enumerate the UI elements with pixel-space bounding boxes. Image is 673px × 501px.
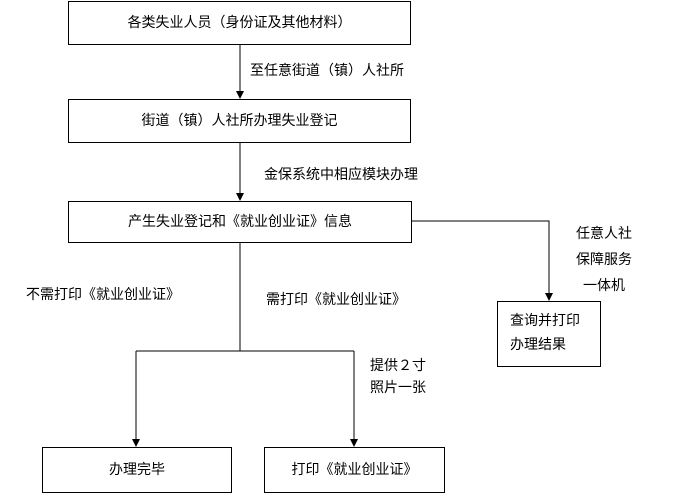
node-query-print-line-2: 办理结果 [510, 337, 566, 353]
node-query-print-line-1: 查询并打印 [510, 313, 580, 329]
node-print-card: 打印《就业创业证》 [264, 447, 445, 493]
self-service-line-2: 保障服务 [576, 252, 632, 268]
photo-line-1: 提供２寸 [370, 358, 426, 374]
edge-label-need-print: 需打印《就业创业证》 [266, 292, 406, 308]
photo-line-2: 照片一张 [370, 380, 426, 396]
node-generate-info: 产生失业登记和《就业创业证》信息 [68, 201, 412, 243]
self-service-line-1: 任意人社 [576, 226, 632, 242]
self-service-line-3: 一体机 [583, 278, 625, 294]
arrow-to-self-service [412, 220, 553, 301]
node-applicants-text: 各类失业人员（身份证及其他材料） [127, 15, 352, 31]
node-done-text: 办理完毕 [109, 462, 165, 478]
edge-label-photo: 提供２寸 照片一张 [370, 356, 426, 400]
edge-label-jinbao: 金保系统中相应模块办理 [264, 167, 418, 183]
node-street-register-text: 街道（镇）人社所办理失业登记 [141, 113, 338, 129]
node-done: 办理完毕 [42, 447, 232, 493]
node-applicants: 各类失业人员（身份证及其他材料） [68, 1, 411, 45]
node-query-print: 查询并打印 办理结果 [497, 301, 601, 367]
node-street-register: 街道（镇）人社所办理失业登记 [68, 99, 411, 143]
edge-label-to-street: 至任意街道（镇）人社所 [250, 63, 404, 79]
edge-label-no-print: 不需打印《就业创业证》 [26, 287, 180, 303]
node-print-card-text: 打印《就业创业证》 [291, 462, 418, 478]
edge-label-self-service: 任意人社 保障服务 一体机 [568, 224, 640, 302]
node-generate-info-text: 产生失业登记和《就业创业证》信息 [128, 214, 352, 230]
